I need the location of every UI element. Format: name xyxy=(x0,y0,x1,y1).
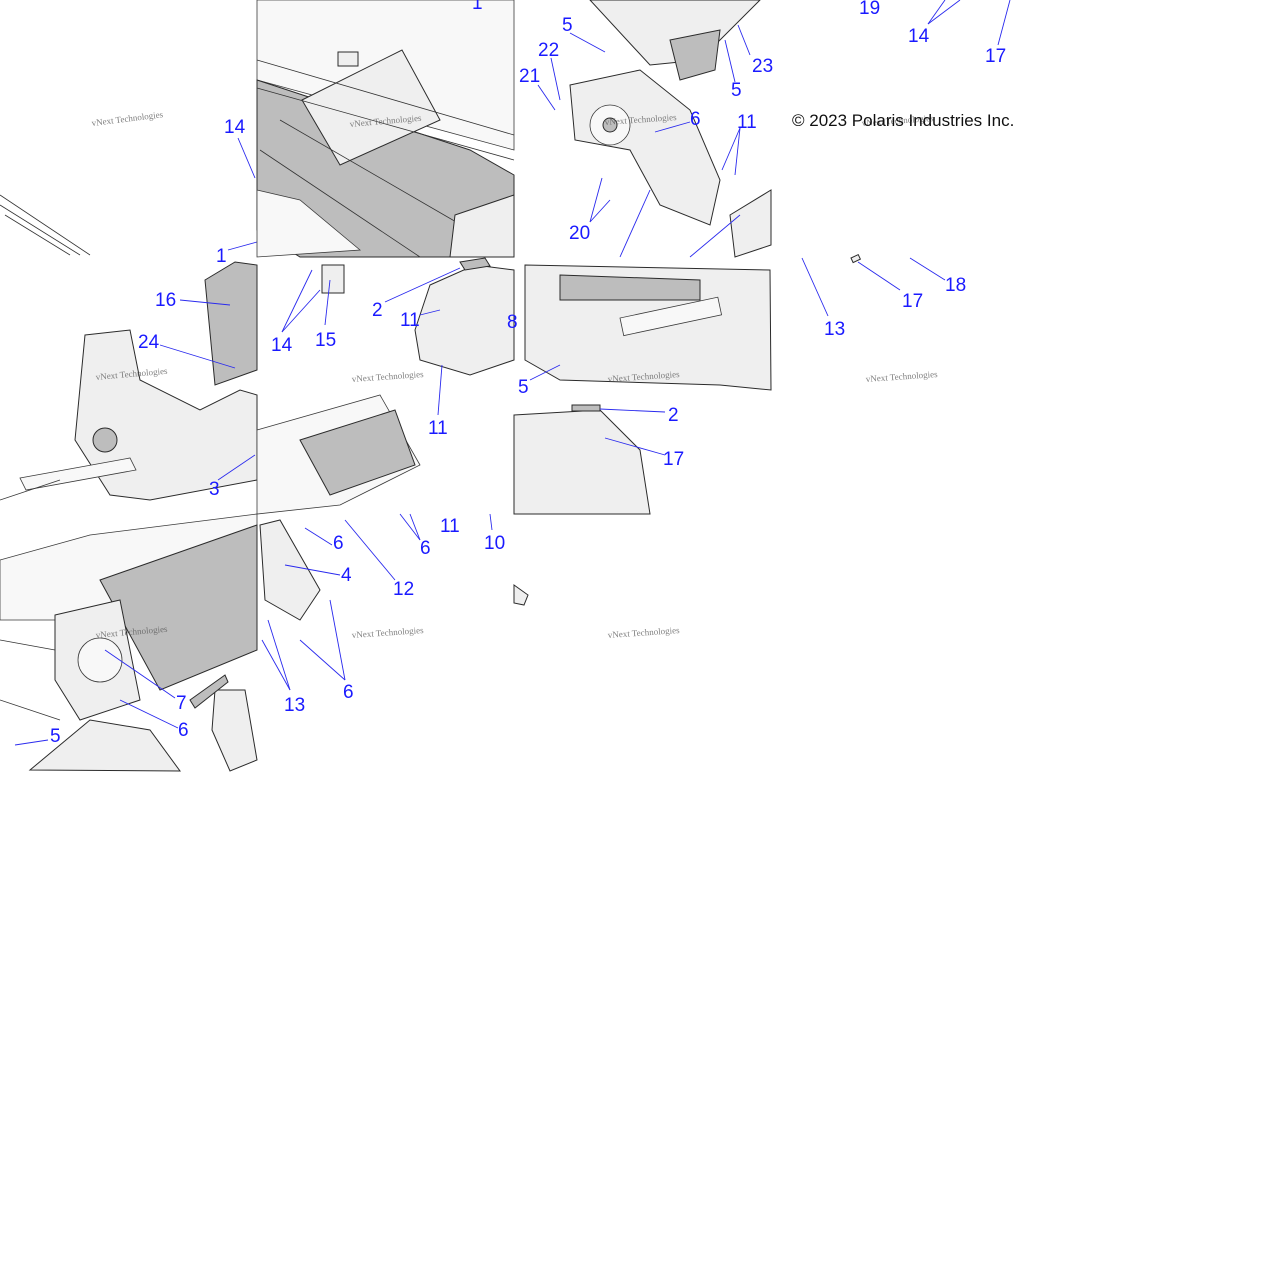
callout-11: 11 xyxy=(440,516,460,537)
watermark-text: vNext Technologies xyxy=(91,109,164,128)
callout-14: 14 xyxy=(908,26,930,47)
callout-6: 6 xyxy=(420,538,431,559)
callout-11: 11 xyxy=(737,112,757,133)
callout-15: 15 xyxy=(315,330,336,351)
callout-12: 12 xyxy=(393,579,414,600)
callout-1: 1 xyxy=(472,0,483,14)
callout-5: 5 xyxy=(50,726,61,747)
watermark-text: vNext Technologies xyxy=(351,369,424,384)
callout-5: 5 xyxy=(518,377,529,398)
callout-19: 19 xyxy=(859,0,880,19)
tile-row3-second xyxy=(189,513,493,772)
callout-5: 5 xyxy=(562,15,573,36)
tile-row2-third xyxy=(513,264,772,515)
callout-20: 20 xyxy=(569,223,590,244)
callout-8: 8 xyxy=(507,312,518,333)
callout-18: 18 xyxy=(945,275,966,296)
callout-17: 17 xyxy=(985,46,1006,67)
callout-14: 14 xyxy=(224,117,246,138)
callout-6: 6 xyxy=(690,109,701,130)
callout-23: 23 xyxy=(752,56,773,77)
tile-top-third xyxy=(537,0,772,258)
callout-21: 21 xyxy=(519,66,540,87)
callout-4: 4 xyxy=(341,565,352,586)
callout-11: 11 xyxy=(428,418,448,439)
callout-14: 14 xyxy=(271,335,293,356)
tile-row2-left xyxy=(0,261,258,501)
watermark-text: vNext Technologies xyxy=(607,625,680,640)
callout-17: 17 xyxy=(902,291,923,312)
callout-13: 13 xyxy=(824,319,845,340)
callout-1: 1 xyxy=(216,246,227,267)
watermark-text: vNext Technologies xyxy=(351,625,424,640)
tile-row3-left xyxy=(0,513,258,772)
copyright-notice: © 2023 Polaris Industries Inc. xyxy=(792,111,1014,130)
callout-labels: 1 1 2 2 3 4 5 5 5 5 6 6 6 6 6 7 8 10 11 … xyxy=(50,0,1006,747)
callout-7: 7 xyxy=(176,693,187,714)
callout-16: 16 xyxy=(155,290,176,311)
tile-top-second xyxy=(256,0,515,258)
callout-3: 3 xyxy=(209,479,220,500)
tile-row2-right xyxy=(801,253,946,317)
callout-10: 10 xyxy=(484,533,505,554)
callout-24: 24 xyxy=(138,332,160,353)
callout-17: 17 xyxy=(663,449,684,470)
callout-6: 6 xyxy=(178,720,189,741)
tile-row2-second xyxy=(256,257,515,515)
callout-6: 6 xyxy=(333,533,344,554)
tile-top-right xyxy=(927,0,1011,46)
callout-11: 11 xyxy=(400,310,420,331)
watermark-text: vNext Technologies xyxy=(865,369,938,384)
callout-6: 6 xyxy=(343,682,354,703)
tile-row3-third xyxy=(513,584,529,606)
callout-22: 22 xyxy=(538,40,559,61)
callout-2: 2 xyxy=(668,405,679,426)
callout-13: 13 xyxy=(284,695,305,716)
callout-5: 5 xyxy=(731,80,742,101)
tile-top-left xyxy=(0,137,258,256)
callout-2: 2 xyxy=(372,300,383,321)
